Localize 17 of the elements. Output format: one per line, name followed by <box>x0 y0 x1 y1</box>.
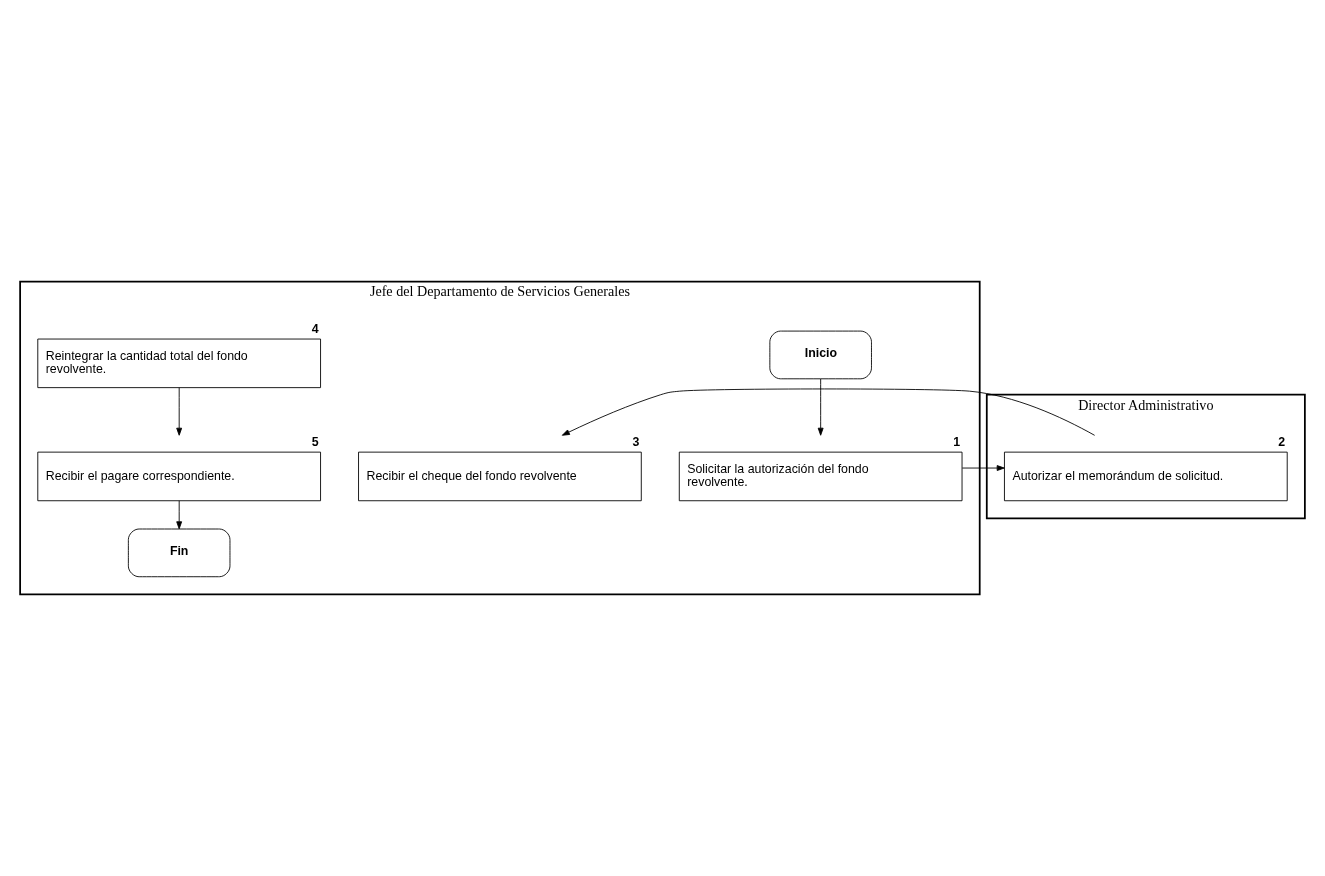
arrow <box>961 465 1005 471</box>
node-box: Solicitar la autorización del fondo revolvente. <box>678 451 963 502</box>
node-label: 3 <box>632 435 640 450</box>
node-label: 5 <box>311 435 319 450</box>
node-label: 1 <box>953 435 961 450</box>
node-box: Inicio <box>769 330 872 380</box>
node-box: Autorizar el memorándum de solicitud. <box>1004 451 1288 502</box>
node-box: Reintegrar la cantidad total del fondo revolvente. <box>37 338 321 389</box>
node-box: Recibir el pagare correspondiente. <box>37 451 321 502</box>
arrow <box>817 378 824 436</box>
node-label: 2 <box>1278 435 1286 450</box>
node-box: Recibir el cheque del fondo revolvente <box>358 451 642 502</box>
node-box: Fin <box>127 528 231 578</box>
arrow <box>176 387 183 436</box>
arrow <box>176 500 183 530</box>
node-label: 4 <box>311 322 319 337</box>
arrow <box>561 388 1096 436</box>
